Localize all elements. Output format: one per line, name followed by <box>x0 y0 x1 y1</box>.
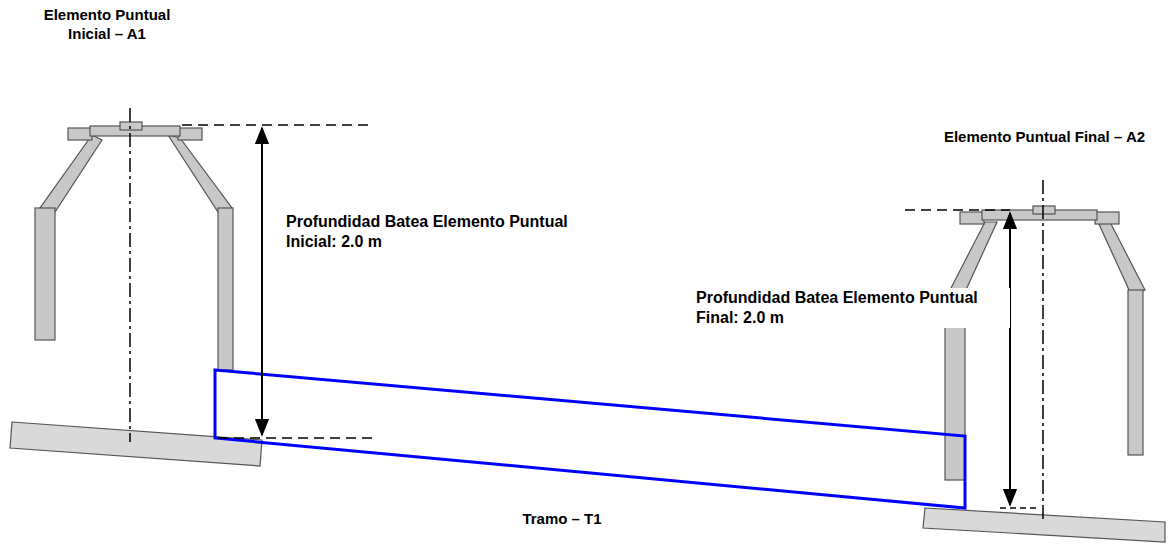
manhole-initial <box>10 122 262 466</box>
centerline <box>1042 180 1044 522</box>
centerline <box>129 108 131 442</box>
segment-label: Tramo – T1 <box>470 510 654 529</box>
depth-dimension: Profundidad Batea Elemento Puntual Final… <box>694 288 1010 328</box>
element-title: Elemento Puntual Final – A2 <box>930 128 1159 147</box>
dimension-lines <box>182 125 1040 508</box>
element-title: Elemento Puntual Inicial – A1 <box>30 6 184 44</box>
pipe-segment <box>215 370 965 508</box>
depth-dimension: Profundidad Batea Elemento Puntual Inici… <box>284 212 578 252</box>
manhole-final <box>923 206 1165 542</box>
